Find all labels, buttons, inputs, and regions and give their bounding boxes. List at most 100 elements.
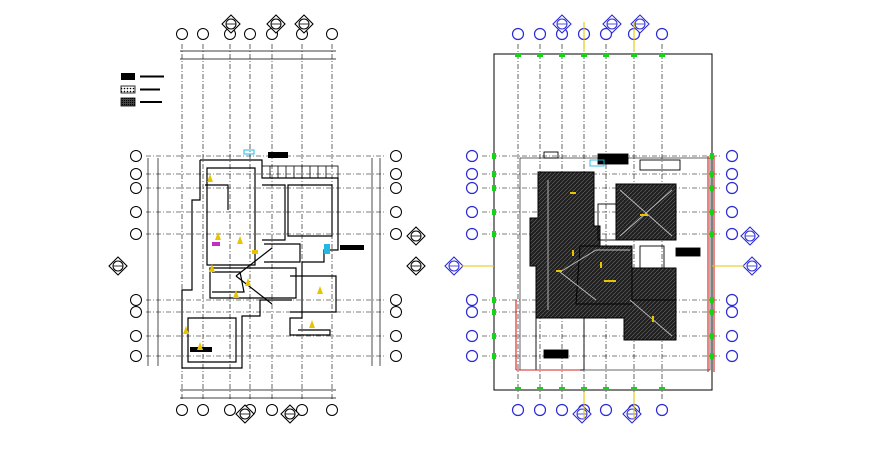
section-marker — [294, 14, 314, 34]
grid-bubble — [465, 167, 479, 181]
legend-item-dotted — [120, 85, 160, 94]
left-accents — [183, 149, 364, 352]
section-marker — [221, 14, 241, 34]
grid-bubble — [465, 349, 479, 363]
grid-bubble — [390, 150, 402, 162]
grid-bubble — [390, 206, 402, 218]
grid-bubble — [725, 167, 739, 181]
grid-marker — [710, 231, 714, 237]
grid-marker — [515, 387, 521, 390]
grid-bubble — [326, 28, 338, 40]
section-marker — [406, 256, 426, 276]
grid-bubble — [555, 403, 569, 417]
grid-bubble — [130, 330, 142, 342]
right-green-markers — [492, 54, 714, 390]
grid-marker — [492, 297, 496, 303]
grid-marker — [537, 54, 543, 57]
grid-bubble — [130, 228, 142, 240]
section-marker — [266, 14, 286, 34]
grid-marker — [492, 209, 496, 215]
left-dimension-lines — [147, 50, 381, 399]
legend-item-solid — [121, 73, 164, 80]
section-marker — [108, 256, 128, 276]
grid-bubble — [197, 28, 209, 40]
roof-ridge-lines — [547, 180, 673, 337]
grid-marker — [603, 54, 609, 57]
grid-bubble — [224, 404, 236, 416]
grid-marker — [631, 54, 637, 57]
left-stair — [261, 165, 339, 179]
grid-bubble — [296, 404, 308, 416]
right-red-lines — [515, 156, 715, 372]
section-marker — [235, 404, 255, 424]
grid-marker — [710, 353, 714, 359]
grid-bubble — [511, 27, 525, 41]
grid-bubble — [655, 403, 669, 417]
grid-bubble — [511, 403, 525, 417]
grid-marker — [581, 387, 587, 390]
grid-bubble — [655, 27, 669, 41]
grid-bubble — [390, 330, 402, 342]
grid-bubble — [465, 293, 479, 307]
grid-bubble — [465, 329, 479, 343]
grid-marker — [710, 297, 714, 303]
section-marker — [444, 256, 464, 276]
grid-bubble — [465, 149, 479, 163]
grid-marker — [710, 171, 714, 177]
grid-bubble — [390, 306, 402, 318]
grid-bubble — [725, 205, 739, 219]
grid-bubble — [130, 206, 142, 218]
left-floor-plan — [108, 14, 426, 424]
grid-bubble — [725, 181, 739, 195]
section-marker — [552, 14, 572, 34]
grid-bubble — [266, 404, 278, 416]
grid-bubble — [176, 404, 188, 416]
grid-bubble — [244, 28, 256, 40]
grid-bubble — [725, 293, 739, 307]
grid-bubble — [725, 329, 739, 343]
grid-marker — [710, 185, 714, 191]
right-misc — [519, 151, 711, 371]
grid-marker — [492, 333, 496, 339]
grid-marker — [581, 54, 587, 57]
grid-bubble — [130, 168, 142, 180]
left-grid-bubbles — [108, 14, 426, 424]
roof-hatched-areas — [529, 171, 677, 341]
grid-bubble — [599, 27, 613, 41]
grid-bubble — [326, 404, 338, 416]
grid-bubble — [725, 305, 739, 319]
grid-marker — [710, 333, 714, 339]
grid-marker — [492, 153, 496, 159]
grid-bubble — [176, 28, 188, 40]
roof-yellow-marks — [556, 192, 654, 322]
grid-bubble — [533, 403, 547, 417]
grid-marker — [492, 309, 496, 315]
grid-marker — [515, 54, 521, 57]
grid-bubble — [130, 182, 142, 194]
roof-boundary — [493, 53, 713, 391]
section-marker — [602, 14, 622, 34]
grid-bubble — [599, 403, 613, 417]
grid-marker — [631, 387, 637, 390]
grid-bubble — [725, 227, 739, 241]
grid-bubble — [390, 350, 402, 362]
section-marker — [280, 404, 300, 424]
right-roof-plan — [444, 14, 762, 424]
grid-marker — [603, 387, 609, 390]
grid-marker — [559, 54, 565, 57]
right-yellow-lines — [462, 22, 744, 420]
grid-bubble — [130, 306, 142, 318]
grid-bubble — [725, 149, 739, 163]
grid-marker — [659, 54, 665, 57]
grid-bubble — [533, 27, 547, 41]
grid-bubble — [465, 227, 479, 241]
right-grid-bubbles — [444, 14, 762, 424]
grid-bubble — [725, 349, 739, 363]
grid-marker — [710, 153, 714, 159]
grid-bubble — [130, 294, 142, 306]
grid-marker — [559, 387, 565, 390]
grid-marker — [710, 309, 714, 315]
section-marker — [740, 226, 760, 246]
grid-marker — [492, 171, 496, 177]
